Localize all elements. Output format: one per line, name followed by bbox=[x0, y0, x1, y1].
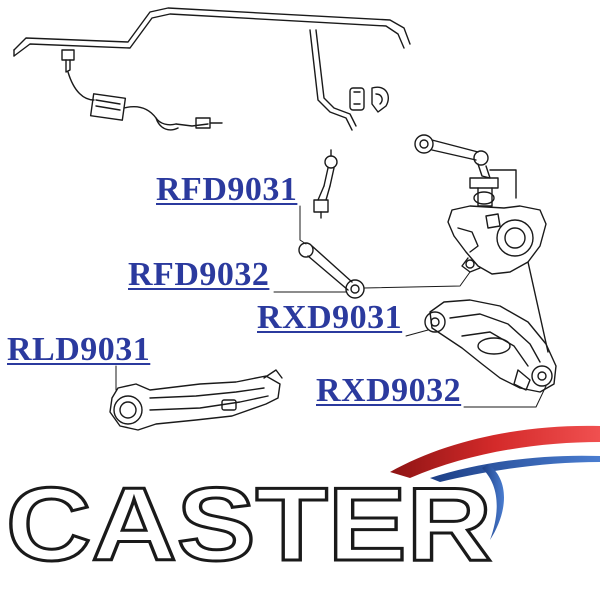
knuckle bbox=[447, 169, 549, 353]
caster-logo: CASTER bbox=[5, 425, 600, 580]
part-label-rxd9031[interactable]: RXD9031 bbox=[257, 299, 403, 336]
stabilizer-bushings bbox=[349, 86, 390, 113]
part-label-rfd9031[interactable]: RFD9031 bbox=[156, 171, 298, 208]
upper-control-arm bbox=[414, 134, 499, 207]
part-label-rfd9032[interactable]: RFD9032 bbox=[128, 256, 270, 293]
stabilizer-bar bbox=[13, 7, 411, 131]
part-label-rxd9032[interactable]: RXD9032 bbox=[316, 372, 462, 409]
leader-lines bbox=[115, 205, 547, 408]
lower-control-arm bbox=[424, 299, 557, 393]
logo-swoosh bbox=[390, 425, 600, 540]
abs-sensor-cable bbox=[61, 49, 223, 131]
part-label-rld9031[interactable]: RLD9031 bbox=[7, 331, 151, 368]
lower-link-arm bbox=[298, 242, 365, 299]
brand-name: CASTER bbox=[6, 467, 492, 580]
trailing-arm bbox=[109, 369, 283, 431]
stabilizer-link bbox=[313, 149, 338, 219]
